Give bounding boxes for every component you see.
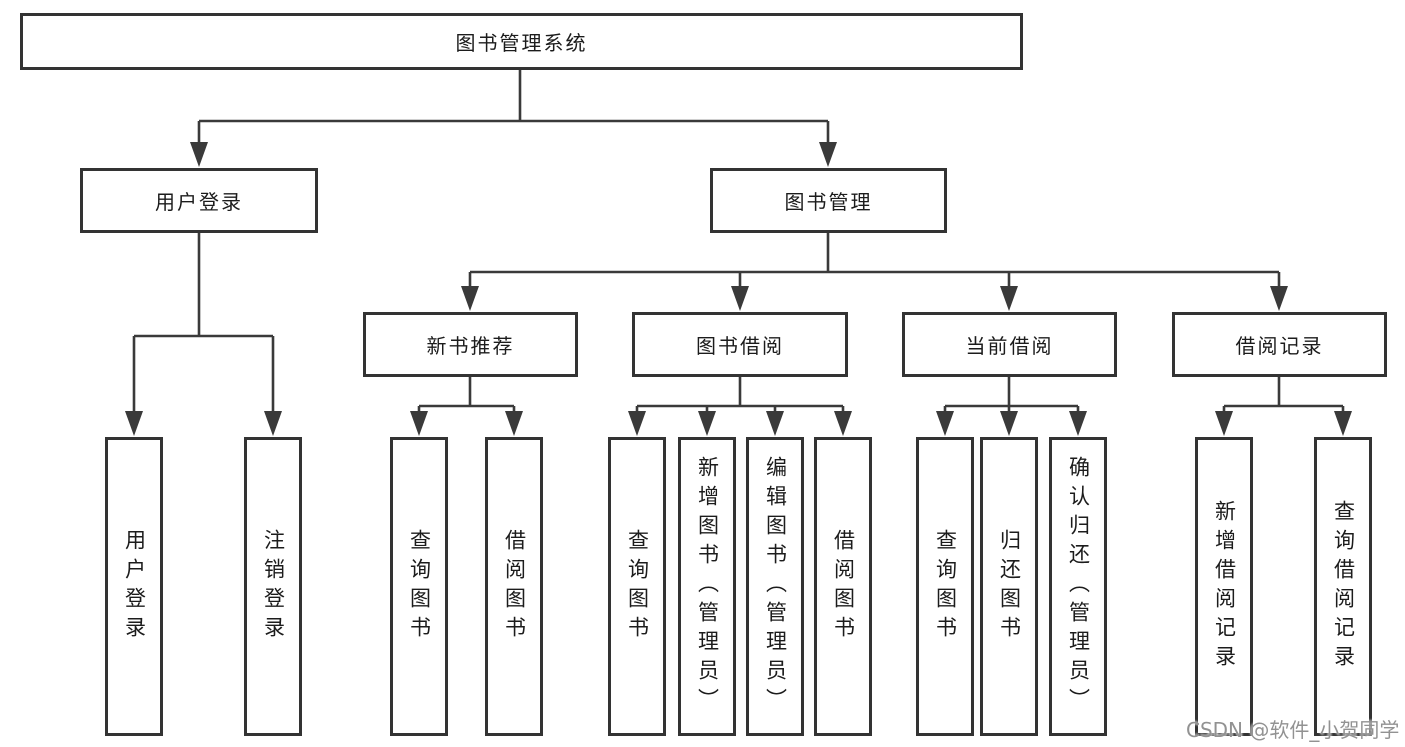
csdn-watermark: CSDN @软件_小贺同学 — [1186, 718, 1400, 742]
node-borrowing-records: 借阅记录 — [1172, 312, 1387, 377]
node-borrowing-records-label: 借阅记录 — [1235, 334, 1324, 358]
node-new-book-recommend-label: 新书推荐 — [426, 334, 515, 358]
leaf-return-books-label: 归还图书 — [997, 528, 1022, 645]
leaf-borrow-books-borrowing-label: 借阅图书 — [831, 528, 856, 645]
leaf-query-borrow-record-label: 查询借阅记录 — [1331, 499, 1356, 674]
leaf-confirm-return-admin-label: 确认归还（管理员） — [1066, 456, 1091, 717]
leaf-user-login: 用户登录 — [105, 437, 163, 736]
node-root-label: 图书管理系统 — [455, 31, 588, 55]
node-current-borrowing-label: 当前借阅 — [965, 334, 1054, 358]
leaf-query-books-recommend: 查询图书 — [390, 437, 448, 736]
leaf-query-borrow-record: 查询借阅记录 — [1314, 437, 1372, 736]
leaf-logout-login: 注销登录 — [244, 437, 302, 736]
leaf-query-books-borrowing-label: 查询图书 — [625, 528, 650, 645]
leaf-add-books-admin: 新增图书（管理员） — [678, 437, 736, 736]
leaf-query-books-current: 查询图书 — [916, 437, 974, 736]
leaf-logout-login-label: 注销登录 — [261, 528, 286, 645]
leaf-query-books-borrowing: 查询图书 — [608, 437, 666, 736]
leaf-confirm-return-admin: 确认归还（管理员） — [1049, 437, 1107, 736]
leaf-edit-books-admin-label: 编辑图书（管理员） — [763, 456, 788, 717]
leaf-add-borrow-record-label: 新增借阅记录 — [1212, 499, 1237, 674]
node-book-management: 图书管理 — [710, 168, 947, 233]
leaf-query-books-recommend-label: 查询图书 — [407, 528, 432, 645]
node-user-login-label: 用户登录 — [155, 190, 243, 214]
node-root-system: 图书管理系统 — [20, 13, 1023, 70]
leaf-borrow-books-borrowing: 借阅图书 — [814, 437, 872, 736]
leaf-user-login-label: 用户登录 — [122, 528, 147, 645]
leaf-add-borrow-record: 新增借阅记录 — [1195, 437, 1253, 736]
node-new-book-recommend: 新书推荐 — [363, 312, 578, 377]
node-current-borrowing: 当前借阅 — [902, 312, 1117, 377]
node-book-management-label: 图书管理 — [784, 190, 873, 214]
leaf-edit-books-admin: 编辑图书（管理员） — [746, 437, 804, 736]
leaf-add-books-admin-label: 新增图书（管理员） — [695, 456, 720, 717]
leaf-query-books-current-label: 查询图书 — [933, 528, 958, 645]
node-book-borrowing: 图书借阅 — [632, 312, 848, 377]
leaf-borrow-books-recommend-label: 借阅图书 — [502, 528, 527, 645]
node-book-borrowing-label: 图书借阅 — [696, 334, 784, 358]
leaf-borrow-books-recommend: 借阅图书 — [485, 437, 543, 736]
node-user-login: 用户登录 — [80, 168, 318, 233]
leaf-return-books: 归还图书 — [980, 437, 1038, 736]
